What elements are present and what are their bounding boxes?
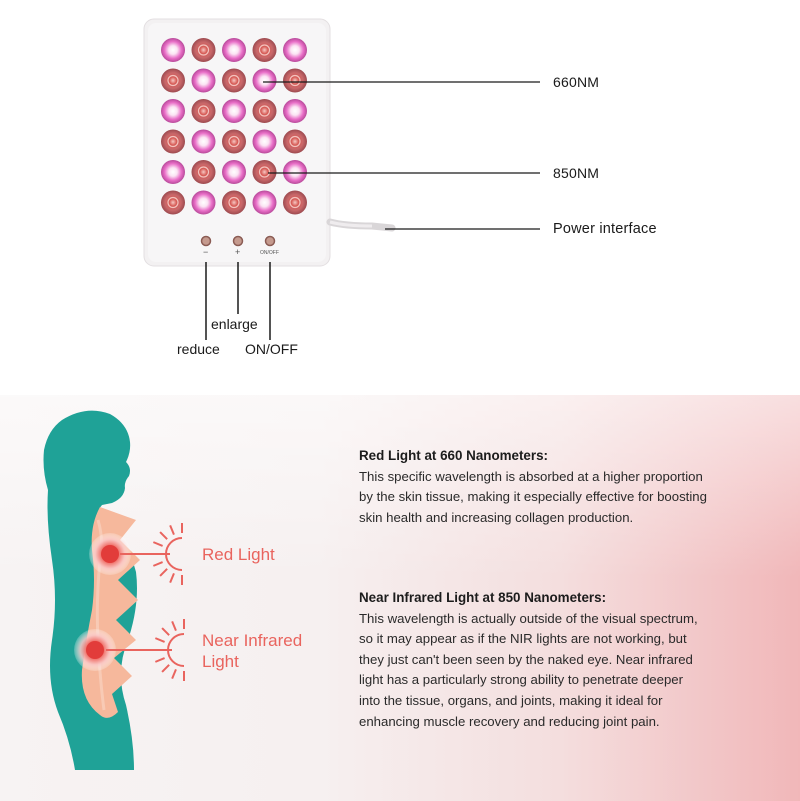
led-lens-ring xyxy=(289,196,301,209)
sun-ray xyxy=(161,627,170,636)
red-light-info-line: by the skin tissue, making it especially… xyxy=(359,489,707,505)
led-660nm xyxy=(191,129,216,154)
red-light-info: Red Light at 660 Nanometers: This specif… xyxy=(359,446,769,528)
led-lens-ring xyxy=(258,166,271,178)
nir-light-info: Near Infrared Light at 850 Nanometers: T… xyxy=(359,588,769,732)
nir-light-info-line: into the tissue, organs, and joints, mak… xyxy=(359,692,663,708)
red-light-label: Red Light xyxy=(202,545,275,564)
label-850nm: 850NM xyxy=(553,165,600,181)
led-grid xyxy=(161,38,307,215)
led-660nm xyxy=(222,99,246,123)
label-reduce: reduce xyxy=(177,341,220,357)
led-660nm xyxy=(222,38,246,62)
sun-ray xyxy=(171,620,177,631)
nir-light-info-line: This wavelength is actually outside of t… xyxy=(359,610,698,626)
onoff-mark: ON/OFF xyxy=(260,250,279,256)
led-850nm xyxy=(191,160,216,184)
led-lens-ring xyxy=(167,74,179,87)
red-light-info-title: Red Light at 660 Nanometers: xyxy=(359,448,548,463)
led-850nm xyxy=(252,38,277,62)
led-660nm xyxy=(191,68,216,93)
led-lens-ring xyxy=(228,196,240,209)
sun-ray xyxy=(154,637,165,643)
led-850nm xyxy=(252,99,277,123)
enlarge-button[interactable] xyxy=(232,235,244,247)
red-light-info-line: This specific wavelength is absorbed at … xyxy=(359,468,703,484)
led-lens-ring xyxy=(289,135,301,148)
label-660nm: 660NM xyxy=(553,74,600,90)
label-onoff: ON/OFF xyxy=(245,341,298,357)
led-660nm xyxy=(161,99,185,123)
led-850nm xyxy=(161,190,185,215)
led-850nm xyxy=(191,38,216,62)
sun-ray xyxy=(152,561,163,567)
sun-ray xyxy=(169,573,175,584)
led-lens-ring xyxy=(228,135,240,148)
led-lens-ring xyxy=(167,135,179,148)
led-660nm xyxy=(161,38,185,62)
red-light-info-line: skin health and increasing collagen prod… xyxy=(359,509,634,525)
led-850nm xyxy=(283,68,307,93)
sun-ray xyxy=(154,657,165,663)
sun-ray xyxy=(161,664,170,673)
led-lens-ring xyxy=(228,74,240,87)
nir-light-info-line: so it may appear as if the NIR lights ar… xyxy=(359,631,687,647)
plus-mark: + xyxy=(235,247,241,257)
led-lens-ring xyxy=(258,105,271,117)
led-lens-ring xyxy=(197,105,210,117)
reduce-button[interactable] xyxy=(200,235,212,247)
led-660nm xyxy=(252,129,277,154)
led-lens-ring xyxy=(289,74,301,87)
label-power-interface: Power interface xyxy=(553,221,657,237)
led-lens-ring xyxy=(197,44,210,56)
led-850nm xyxy=(222,190,246,215)
led-660nm xyxy=(283,38,307,62)
sun-ray xyxy=(159,568,168,577)
nir-light-sun-icon xyxy=(153,619,185,681)
device-section xyxy=(0,0,800,395)
led-850nm xyxy=(161,68,185,93)
label-enlarge: enlarge xyxy=(211,316,258,332)
led-850nm xyxy=(222,68,246,93)
minus-mark: − xyxy=(203,247,209,257)
red-light-sun-icon xyxy=(151,523,183,585)
led-lens-ring xyxy=(197,166,210,178)
led-850nm xyxy=(283,190,307,215)
onoff-button[interactable] xyxy=(264,235,276,247)
led-660nm xyxy=(222,160,246,184)
led-660nm xyxy=(161,160,185,184)
led-660nm xyxy=(191,190,216,215)
nir-light-label-line2: Light xyxy=(202,652,239,671)
led-850nm xyxy=(191,99,216,123)
nir-light-info-line: enhancing muscle recovery and reducing j… xyxy=(359,713,660,729)
sun-arc xyxy=(167,633,185,667)
nir-light-label: Near Infrared Light xyxy=(202,630,302,672)
led-660nm xyxy=(252,68,277,93)
sun-arc xyxy=(165,537,183,571)
sun-ray xyxy=(169,524,175,535)
led-660nm xyxy=(283,99,307,123)
led-lens-ring xyxy=(167,196,179,209)
led-850nm xyxy=(252,160,277,184)
led-lens-ring xyxy=(258,44,271,56)
led-850nm xyxy=(161,129,185,154)
body-diagram xyxy=(43,410,172,770)
nir-light-label-line1: Near Infrared xyxy=(202,631,303,650)
led-660nm xyxy=(283,160,307,184)
led-660nm xyxy=(252,190,277,215)
led-850nm xyxy=(222,129,246,154)
nir-light-info-line: light has a particularly strong ability … xyxy=(359,672,684,688)
sun-ray xyxy=(152,541,163,547)
sun-ray xyxy=(171,669,177,680)
nir-light-info-title: Near Infrared Light at 850 Nanometers: xyxy=(359,590,607,605)
led-850nm xyxy=(283,129,307,154)
sun-ray xyxy=(159,531,168,540)
nir-light-info-line: they just can't been seen by the naked e… xyxy=(359,651,693,667)
